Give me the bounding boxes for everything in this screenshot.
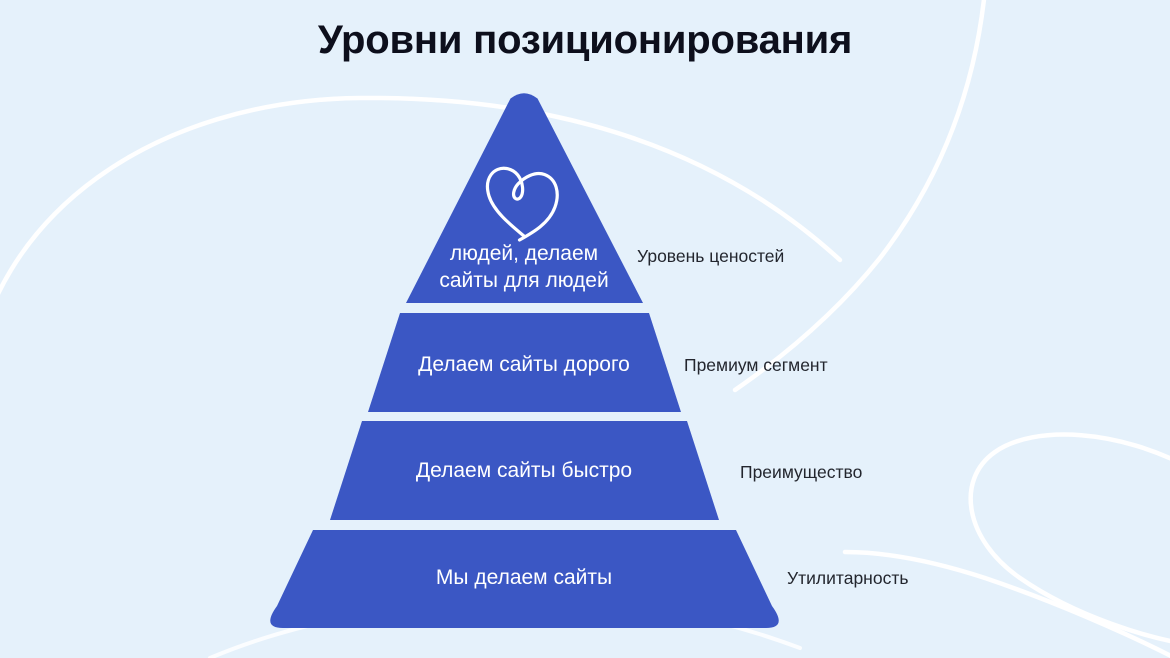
page-title: Уровни позиционирования bbox=[317, 18, 853, 62]
side-label-values-level: Уровень ценостей bbox=[637, 246, 785, 266]
side-label-premium-segment: Премиум сегмент bbox=[684, 355, 828, 375]
side-label-advantage: Преимущество bbox=[740, 462, 863, 482]
pyramid-level-4-shape[interactable] bbox=[270, 530, 779, 628]
pyramid-level-2-shape[interactable] bbox=[368, 313, 681, 412]
heart-icon bbox=[486, 166, 559, 242]
pyramid-level-1-shape[interactable] bbox=[406, 93, 643, 303]
pyramid-level-3-shape[interactable] bbox=[330, 421, 719, 520]
side-label-utility: Утилитарность bbox=[787, 568, 909, 588]
